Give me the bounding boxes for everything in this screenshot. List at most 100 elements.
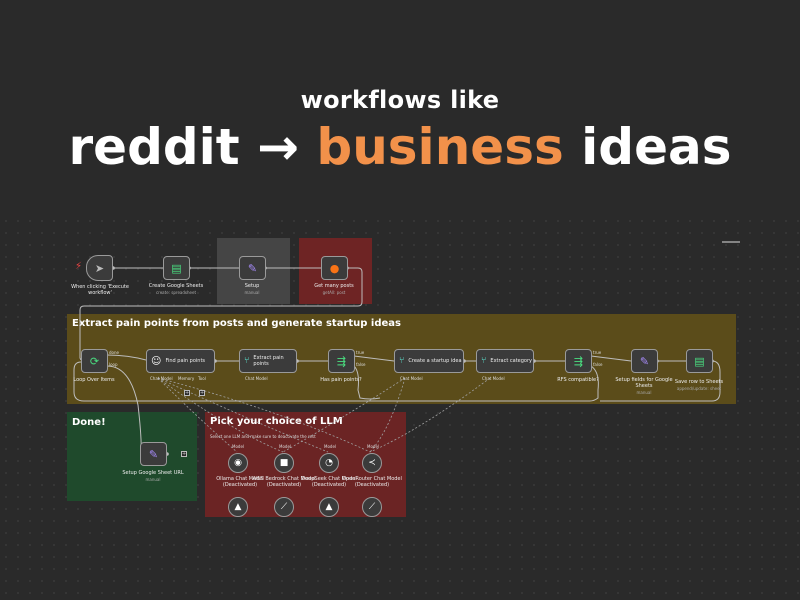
anthropic-model-node[interactable]: ▲ xyxy=(228,497,248,517)
setup-label: Setup xyxy=(244,283,260,289)
extract-pain-port-model: Chat Model xyxy=(245,376,268,381)
extract-category-node[interactable]: ⑂Extract category xyxy=(476,349,534,373)
xai-model-node[interactable]: ⟋ xyxy=(274,497,294,517)
get-many-posts-label: Get many posts xyxy=(314,283,354,289)
add-node-after-url-button[interactable]: + xyxy=(181,451,187,457)
done-group[interactable] xyxy=(67,412,197,501)
extract-pain-points-node[interactable]: ⑂Extract pain points xyxy=(239,349,297,373)
headline-pre: reddit → xyxy=(68,118,317,176)
deepseek-model-label: DeepSeek Chat Model (Deactivated) xyxy=(301,476,357,488)
save-row-sublabel: append/update: sheet xyxy=(676,386,722,391)
bedrock-model-label: AWS Bedrock Chat Model (Deactivated) xyxy=(252,476,316,488)
deepseek-model-node[interactable]: ◔ xyxy=(319,453,339,473)
setup-sublabel: manual xyxy=(244,290,260,295)
rfs-true-output: true xyxy=(593,350,602,355)
cursor-icon: ➤ xyxy=(94,261,105,275)
add-memory-button[interactable]: + xyxy=(184,390,190,396)
extract-category-label: Extract category xyxy=(490,358,533,364)
sheets-icon: ▤ xyxy=(694,354,705,368)
manual-trigger-node[interactable]: ➤ xyxy=(86,255,113,281)
headline-subtitle: workflows like xyxy=(300,86,500,114)
setup-node[interactable]: ✎ xyxy=(239,256,266,280)
pencil-icon: ✎ xyxy=(639,354,650,368)
loop-icon: ⟳ xyxy=(89,354,100,368)
workflow-canvas[interactable] xyxy=(0,215,800,600)
openrouter-icon: ≺ xyxy=(368,458,376,468)
has-pain-points-label: Has pain points? xyxy=(320,377,362,383)
deepseek-icon: ◔ xyxy=(325,458,333,468)
xai-model-node-2[interactable]: ⟋ xyxy=(362,497,382,517)
setup-sheet-url-sublabel: manual xyxy=(145,477,161,482)
headline-post: ideas xyxy=(563,118,732,176)
loop-done-output: done xyxy=(109,350,119,355)
create-idea-port-model: Chat Model xyxy=(400,376,423,381)
split-icon: ⑂ xyxy=(481,356,487,366)
setup-fields-node[interactable]: ✎ xyxy=(631,349,658,373)
extract-category-port-model: Chat Model xyxy=(482,376,505,381)
has-pain-points-node[interactable]: ⇶ xyxy=(328,349,355,373)
setup-sheet-url-node[interactable]: ✎ xyxy=(140,442,167,466)
extract-group-title: Extract pain points from posts and gener… xyxy=(72,318,401,329)
robot-icon: ☺ xyxy=(151,355,162,367)
extract-pain-points-label: Extract pain points xyxy=(253,355,284,367)
create-google-sheets-sublabel: create: spreadsheet xyxy=(155,290,197,295)
save-row-label: Save row to Sheets xyxy=(674,379,724,385)
find-pain-points-node[interactable]: ☺Find pain points xyxy=(146,349,215,373)
ollama-tag: Model xyxy=(232,444,245,449)
ollama-icon: ◉ xyxy=(234,458,242,468)
manual-trigger-label: When clicking 'Execute workflow' xyxy=(71,284,129,296)
rfs-false-output: false xyxy=(593,362,603,367)
xai-icon: ⟋ xyxy=(280,502,288,512)
create-startup-idea-label: Create a startup idea xyxy=(408,358,462,364)
setup-fields-sublabel: manual xyxy=(636,390,652,395)
setup-fields-label: Setup fields for Google Sheets xyxy=(615,377,673,389)
deepseek-tag: Model xyxy=(324,444,337,449)
loop-over-items-label: Loop Over Items xyxy=(73,377,115,383)
anthropic-icon: ▲ xyxy=(325,502,333,512)
llm-group-title: Pick your choice of LLM xyxy=(210,416,343,427)
bedrock-tag: Model xyxy=(279,444,292,449)
headline-title: reddit → business ideas xyxy=(0,118,800,176)
llm-group-note: Select one LLM and make sure to deactiva… xyxy=(210,434,316,439)
get-many-posts-node[interactable]: ● xyxy=(321,256,348,280)
ollama-model-node[interactable]: ◉ xyxy=(228,453,248,473)
create-google-sheets-label: Create Google Sheets xyxy=(148,283,204,289)
openrouter-model-node[interactable]: ≺ xyxy=(362,453,382,473)
xai-icon: ⟋ xyxy=(368,502,376,512)
loop-loop-output: loop xyxy=(109,362,118,367)
pencil-icon: ✎ xyxy=(148,447,159,461)
headline-accent: business xyxy=(316,118,564,176)
done-group-title: Done! xyxy=(72,417,106,428)
find-pain-points-label: Find pain points xyxy=(165,358,206,364)
find-pain-port-tool: Tool xyxy=(198,376,206,381)
rfs-compatible-node[interactable]: ⇶ xyxy=(565,349,592,373)
has-pain-true-output: true xyxy=(356,350,365,355)
add-tool-button[interactable]: + xyxy=(199,390,205,396)
loop-over-items-node[interactable]: ⟳ xyxy=(81,349,108,373)
rfs-compatible-label: RFS compatible? xyxy=(557,377,599,383)
split-icon: ⑂ xyxy=(399,356,405,366)
create-google-sheets-node[interactable]: ▤ xyxy=(163,256,190,280)
find-pain-port-chat-model: Chat Model xyxy=(150,376,173,381)
anthropic-model-node-2[interactable]: ▲ xyxy=(319,497,339,517)
create-startup-idea-node[interactable]: ⑂Create a startup idea xyxy=(394,349,464,373)
openrouter-model-label: OpenRouter Chat Model (Deactivated) xyxy=(342,476,402,488)
get-many-posts-sublabel: getAll: post xyxy=(322,290,346,295)
split-icon: ⑂ xyxy=(244,356,250,366)
bedrock-model-node[interactable]: ■ xyxy=(274,453,294,473)
anthropic-icon: ▲ xyxy=(234,502,242,512)
trigger-warning-icon: ⚡ xyxy=(75,261,83,272)
if-icon: ⇶ xyxy=(336,354,347,368)
if-icon: ⇶ xyxy=(573,354,584,368)
find-pain-port-memory: Memory xyxy=(178,376,195,381)
setup-sheet-url-label: Setup Google Sheet URL xyxy=(122,470,184,476)
pencil-icon: ✎ xyxy=(247,261,258,275)
ollama-model-label: Ollama Chat Model (Deactivated) xyxy=(216,476,264,488)
reddit-icon: ● xyxy=(329,261,340,275)
openrouter-tag: Model xyxy=(367,444,380,449)
has-pain-false-output: false xyxy=(356,362,366,367)
bedrock-icon: ■ xyxy=(279,458,289,468)
save-row-node[interactable]: ▤ xyxy=(686,349,713,373)
sheets-icon: ▤ xyxy=(171,261,182,275)
